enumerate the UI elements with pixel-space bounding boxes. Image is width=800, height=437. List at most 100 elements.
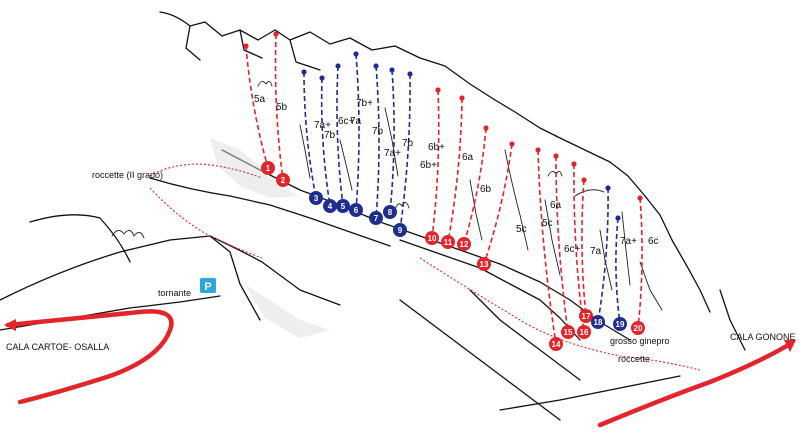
route-line-15	[555, 155, 569, 333]
route-marker-15	[561, 325, 575, 339]
route-anchor-9	[407, 71, 413, 77]
route-marker-12	[457, 237, 471, 251]
label-roccette-bottom: roccette	[618, 354, 650, 364]
route-anchor-13	[509, 141, 515, 147]
route-number-14: 14	[552, 340, 561, 349]
route-marker-11	[441, 235, 455, 249]
route-grade-9: 7b	[402, 138, 414, 149]
route-number-17: 17	[582, 312, 591, 321]
route-anchor-2	[273, 31, 279, 37]
route-line-6	[355, 53, 360, 211]
route-anchor-11	[459, 95, 465, 101]
route-number-4: 4	[328, 202, 333, 211]
route-number-6: 6	[354, 206, 359, 215]
route-number-16: 16	[580, 328, 589, 337]
route-marker-5	[336, 199, 350, 213]
route-number-11: 11	[444, 238, 453, 247]
route-marker-4	[323, 199, 337, 213]
route-grade-10: 6b+	[428, 142, 445, 153]
route-line-5	[336, 65, 344, 207]
route-line-19	[615, 217, 621, 325]
route-anchor-8	[389, 67, 395, 73]
route-number-8: 8	[388, 208, 393, 217]
route-line-20	[637, 197, 643, 329]
route-marker-19	[613, 317, 627, 331]
route-anchor-10	[435, 87, 441, 93]
route-grade-14: 5c	[516, 224, 527, 235]
route-number-18: 18	[594, 318, 603, 327]
route-anchor-12	[483, 125, 489, 131]
road-left-arrow	[4, 319, 16, 331]
route-anchor-4	[319, 75, 325, 81]
route-anchor-1	[243, 43, 249, 49]
route-grade-7: 7b+	[356, 98, 373, 109]
parking-icon	[200, 278, 216, 293]
route-marker-7	[369, 211, 383, 225]
route-marker-9	[393, 223, 407, 237]
route-line-1	[245, 45, 269, 169]
rock-face-outline	[0, 11, 746, 421]
route-line-12	[463, 127, 487, 245]
route-grade-18: 7a	[590, 246, 602, 257]
approach-path-bottom	[419, 257, 701, 371]
road-right-arrow	[784, 340, 796, 352]
route-line-17	[581, 179, 587, 317]
route-marker-1	[261, 161, 275, 175]
route-grade-12: 6a	[462, 152, 474, 163]
route-marker-6	[349, 203, 363, 217]
route-grade-11: 6b+	[420, 160, 437, 171]
route-marker-3	[309, 191, 323, 205]
route-number-1: 1	[266, 164, 271, 173]
route-marker-20	[631, 321, 645, 335]
route-marker-16	[577, 325, 591, 339]
label-tornante: tornante	[158, 288, 191, 298]
label-roccette-top: roccette (II grado)	[92, 170, 163, 180]
route-number-12: 12	[460, 240, 469, 249]
route-line-10	[431, 89, 440, 239]
route-grade-19: 7a+	[620, 236, 637, 247]
route-marker-8	[383, 205, 397, 219]
route-anchor-5	[335, 63, 341, 69]
route-line-11	[447, 97, 463, 243]
route-line-14	[537, 149, 557, 345]
route-line-4	[320, 77, 331, 207]
route-line-18	[597, 187, 609, 323]
route-grade-16: 6a	[550, 200, 562, 211]
route-grade-2: 5b	[276, 102, 288, 113]
route-grade-3: 7a+	[314, 120, 331, 131]
route-number-20: 20	[634, 324, 643, 333]
label-cala-left: CALA CARTOE- OSALLA	[6, 342, 109, 352]
route-anchor-16	[571, 161, 577, 167]
route-grade-17: 6c+	[564, 244, 581, 255]
route-grade-5: 6c+	[338, 116, 355, 127]
route-number-5: 5	[341, 202, 346, 211]
route-marker-18	[591, 315, 605, 329]
route-anchor-3	[301, 69, 307, 75]
route-grade-13: 6b	[480, 184, 492, 195]
route-number-15: 15	[564, 328, 573, 337]
route-line-9	[399, 73, 411, 231]
route-anchor-17	[581, 177, 587, 183]
route-marker-10	[425, 231, 439, 245]
route-marker-14	[549, 337, 563, 351]
route-number-10: 10	[428, 234, 437, 243]
route-anchor-7	[373, 63, 379, 69]
route-anchor-19	[615, 215, 621, 221]
route-grade-7b: 7b	[372, 126, 384, 137]
route-number-7: 7	[374, 214, 379, 223]
route-number-9: 9	[398, 226, 403, 235]
route-grade-4: 7b	[324, 130, 336, 141]
route-number-3: 3	[314, 194, 319, 203]
route-anchor-6	[353, 51, 359, 57]
route-marker-2	[276, 173, 290, 187]
approach-path-top	[149, 163, 263, 179]
road-right	[597, 341, 793, 428]
label-grosso-ginepro: grosso ginepro	[610, 336, 670, 346]
route-line-2	[274, 33, 284, 181]
route-grade-20: 6c	[648, 236, 659, 247]
route-anchor-15	[553, 153, 559, 159]
label-cala-right: CALA GONONE	[730, 332, 796, 342]
route-line-3	[303, 71, 317, 199]
